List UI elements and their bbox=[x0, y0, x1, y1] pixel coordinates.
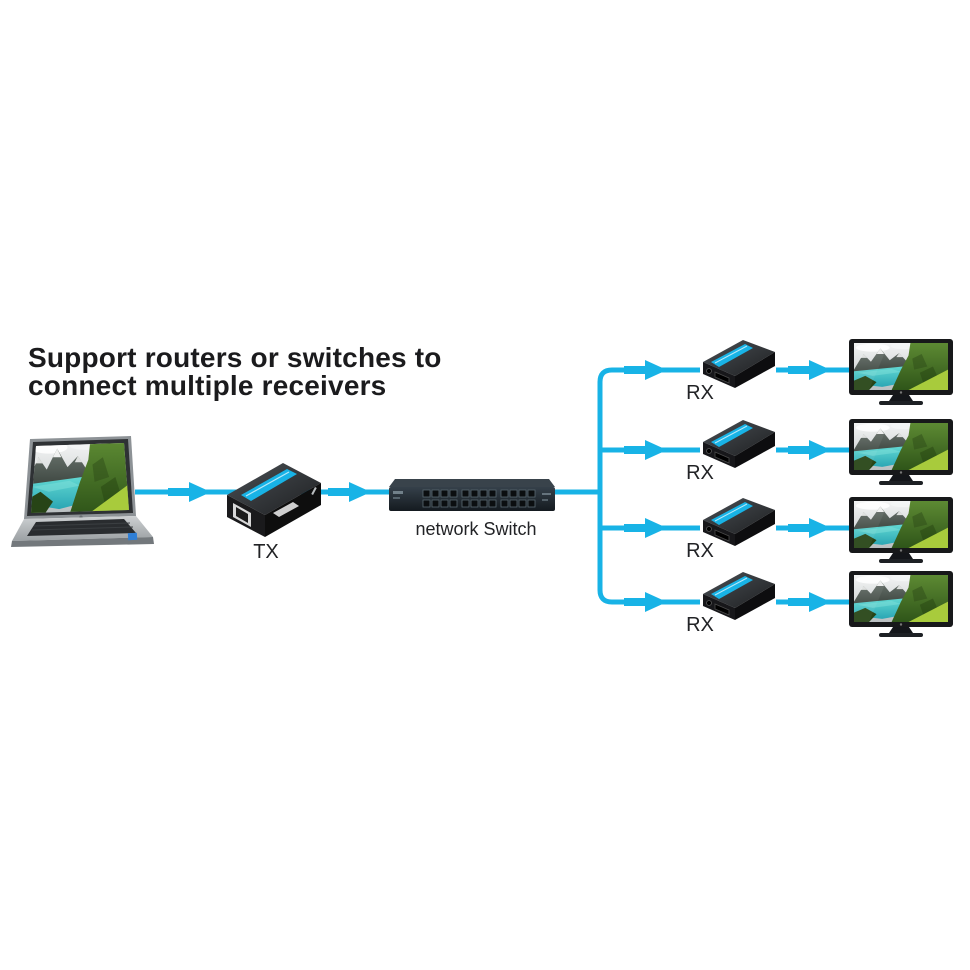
flow-arrow-icon bbox=[624, 360, 667, 380]
flow-arrow-icon bbox=[328, 482, 371, 502]
rx-label: RX bbox=[686, 614, 714, 636]
rx-extender-icon bbox=[703, 572, 775, 620]
flow-arrow-icon bbox=[788, 592, 831, 612]
tv-icon bbox=[849, 419, 953, 485]
rx-extender-icon bbox=[703, 420, 775, 468]
rx-label: RX bbox=[686, 462, 714, 484]
laptop-icon bbox=[11, 436, 154, 547]
flow-arrow-icon bbox=[788, 518, 831, 538]
title-line-1: Support routers or switches to bbox=[28, 342, 442, 373]
tv-icon bbox=[849, 339, 953, 405]
network-switch-icon bbox=[389, 479, 555, 511]
switch-label: network Switch bbox=[415, 519, 537, 539]
tv-icon bbox=[849, 497, 953, 563]
rx-extender-icon bbox=[703, 498, 775, 546]
wire-trunk bbox=[597, 367, 700, 605]
rx-label: RX bbox=[686, 540, 714, 562]
tx-label: TX bbox=[253, 541, 279, 563]
flow-arrow-icon bbox=[168, 482, 211, 502]
rx-extender-icon bbox=[703, 340, 775, 388]
page-title: Support routers or switches to connect m… bbox=[28, 344, 442, 400]
tx-extender-icon bbox=[227, 463, 321, 537]
rx-label: RX bbox=[686, 382, 714, 404]
flow-arrow-icon bbox=[624, 592, 667, 612]
tv-icon bbox=[849, 571, 953, 637]
flow-arrow-icon bbox=[788, 440, 831, 460]
title-line-2: connect multiple receivers bbox=[28, 370, 387, 401]
flow-arrow-icon bbox=[624, 440, 667, 460]
flow-arrow-icon bbox=[788, 360, 831, 380]
flow-arrow-icon bbox=[624, 518, 667, 538]
